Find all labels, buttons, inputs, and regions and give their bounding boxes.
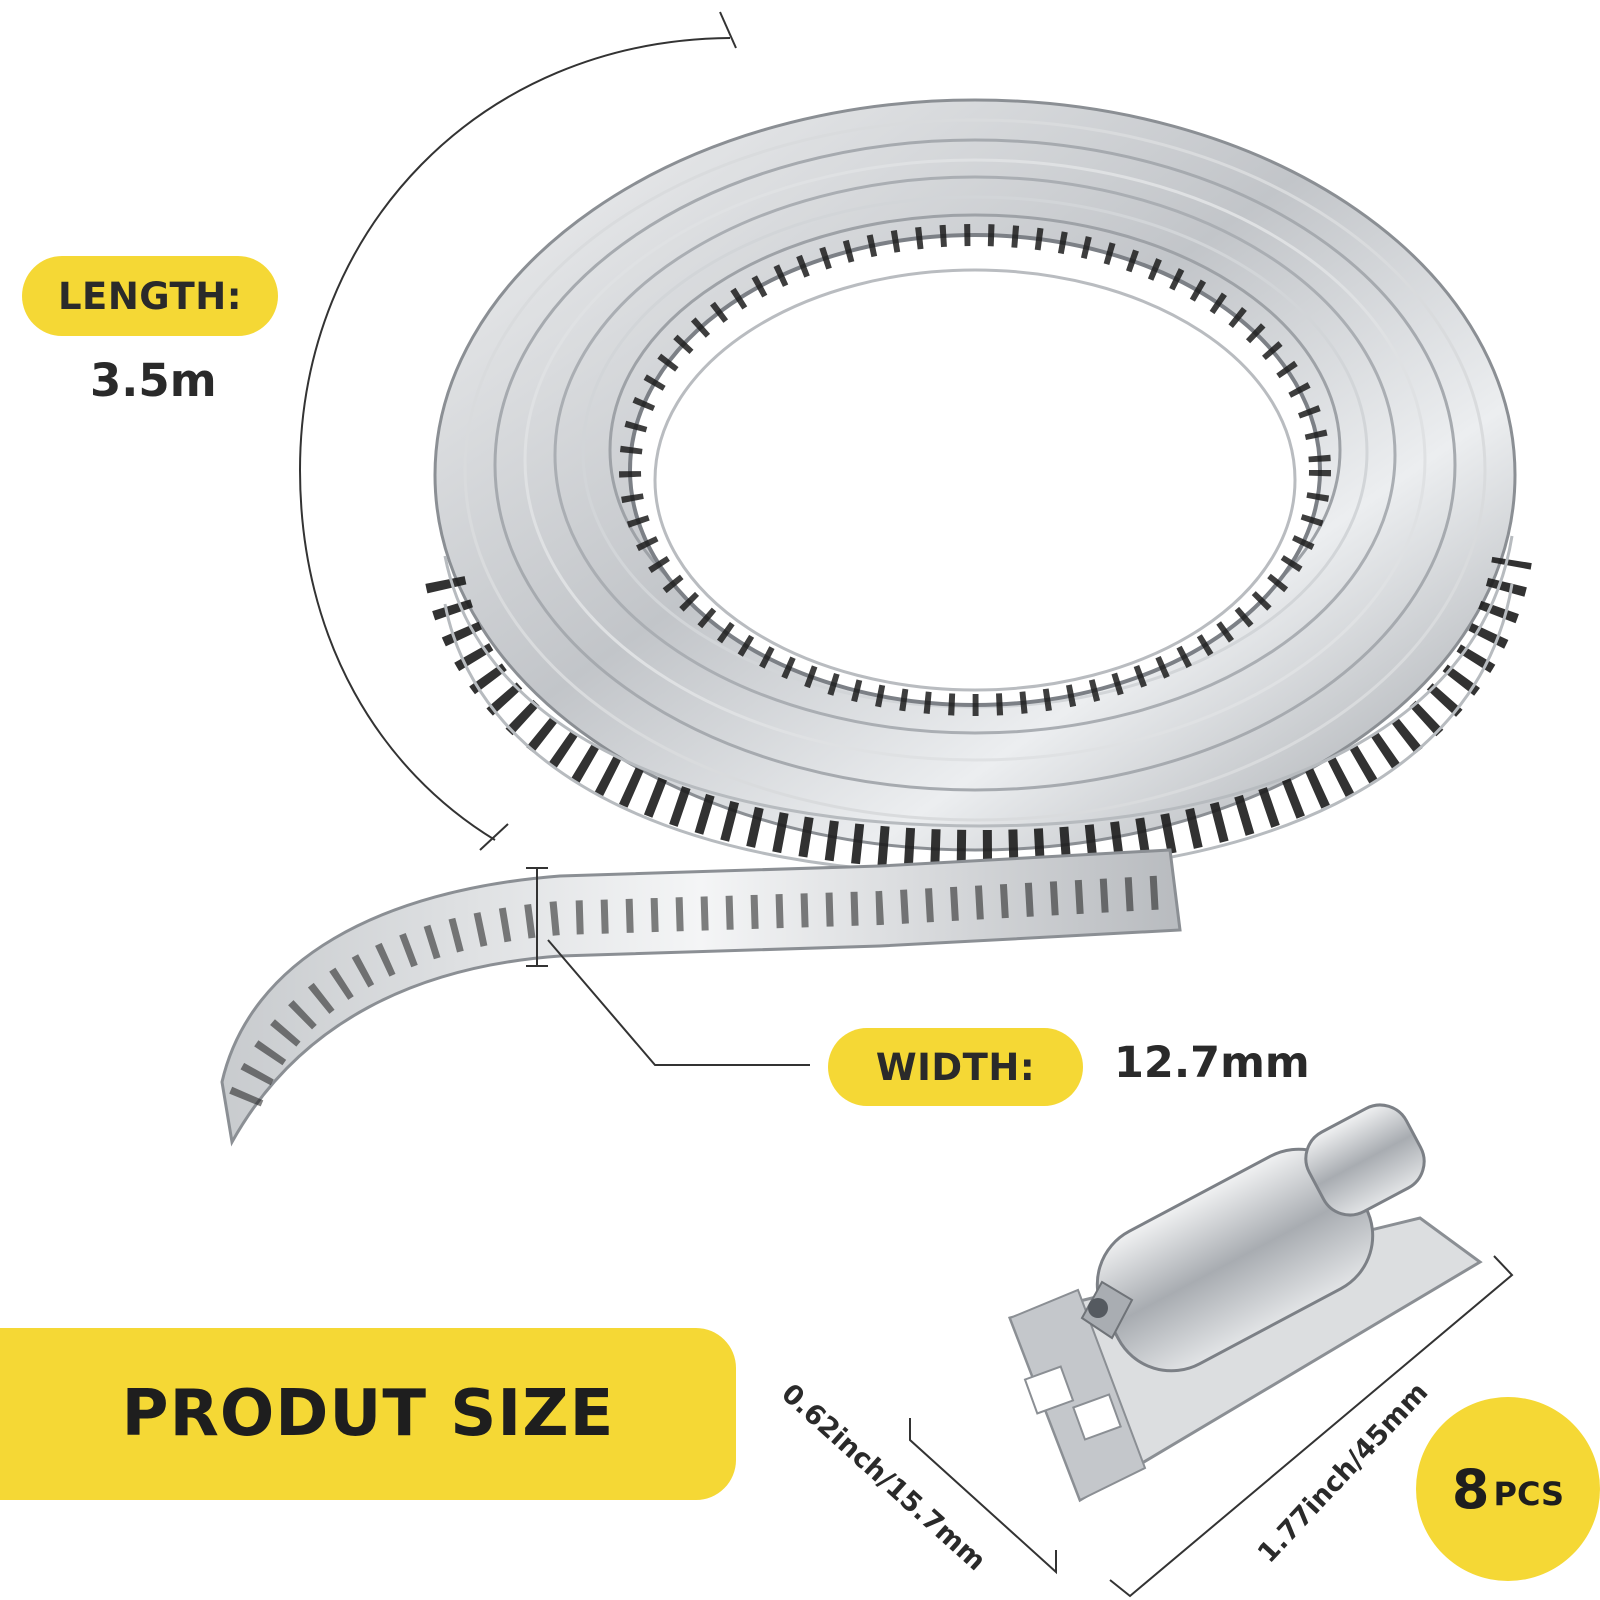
width-leader-line	[547, 939, 810, 1066]
product-size-banner: PRODUT SIZE	[0, 1328, 736, 1500]
width-value: 12.7mm	[1114, 1038, 1310, 1088]
band-coil	[425, 98, 1532, 876]
length-value: 3.5m	[90, 354, 217, 407]
quantity-badge: 8 PCS	[1416, 1397, 1600, 1581]
quantity-count: 8	[1451, 1457, 1490, 1521]
length-arc	[298, 11, 737, 851]
band-strip	[220, 848, 1182, 1147]
clip-image	[1007, 1103, 1483, 1503]
clip-dimension-lines	[909, 1255, 1514, 1598]
length-label: LENGTH:	[22, 256, 278, 336]
width-label: WIDTH:	[828, 1028, 1083, 1106]
quantity-unit: PCS	[1493, 1475, 1565, 1513]
